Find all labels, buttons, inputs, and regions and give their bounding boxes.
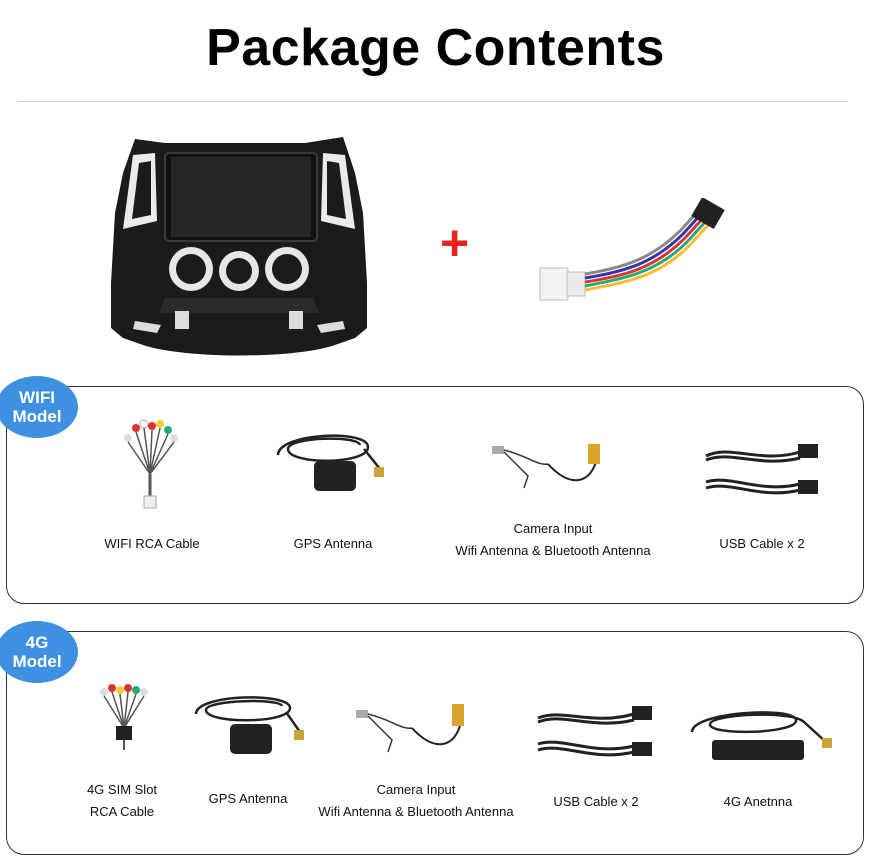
page-title: Package Contents [206,19,665,77]
4g-rca-cable-image [100,684,148,750]
wifi-item-gps-label: GPS Antenna [293,536,373,551]
badge-line1: 4G [25,633,49,652]
plus-icon: + [440,215,470,271]
gps-antenna-image [276,434,384,491]
4g-gps-antenna-image [194,696,304,754]
label-line1: Camera Input [376,782,456,797]
4g-usb-cables-image [537,706,652,757]
label-line2: Wifi Antenna & Bluetooth Antenna [455,543,651,558]
label-line1: Camera Input [513,521,593,536]
4g-item-gps-label: GPS Antenna [208,791,288,806]
usb-cables-image [705,444,818,495]
label-line2: RCA Cable [89,804,155,819]
wifi-item-rca-label: WIFI RCA Cable [104,536,200,551]
4g-item-antenna-label: 4G Anetnna [723,794,793,809]
camera-wifi-antenna-image [492,444,600,489]
label-line2: Wifi Antenna & Bluetooth Antenna [318,804,514,819]
label-line1: 4G SIM Slot [86,782,158,797]
badge-line2: Model [12,652,62,671]
4g-item-rca-label: 4G SIM Slot RCA Cable [72,779,172,823]
title-divider [18,101,848,102]
wifi-item-usb-label: USB Cable x 2 [719,536,805,551]
4g-model-badge: 4G Model [0,621,78,683]
4g-antenna-image [690,711,832,760]
head-unit-image [111,137,367,356]
rca-cable-image [124,419,178,509]
4g-item-camera-label: Camera Input Wifi Antenna & Bluetooth An… [311,779,521,823]
badge-line1: WIFI [19,388,55,407]
wiring-harness-image [539,198,725,301]
badge-line2: Model [12,407,62,426]
4g-item-usb-label: USB Cable x 2 [553,794,639,809]
wifi-item-camera-label: Camera Input Wifi Antenna & Bluetooth An… [448,518,658,562]
4g-camera-wifi-antenna-image [356,704,464,753]
wifi-model-badge: WIFI Model [0,376,78,438]
